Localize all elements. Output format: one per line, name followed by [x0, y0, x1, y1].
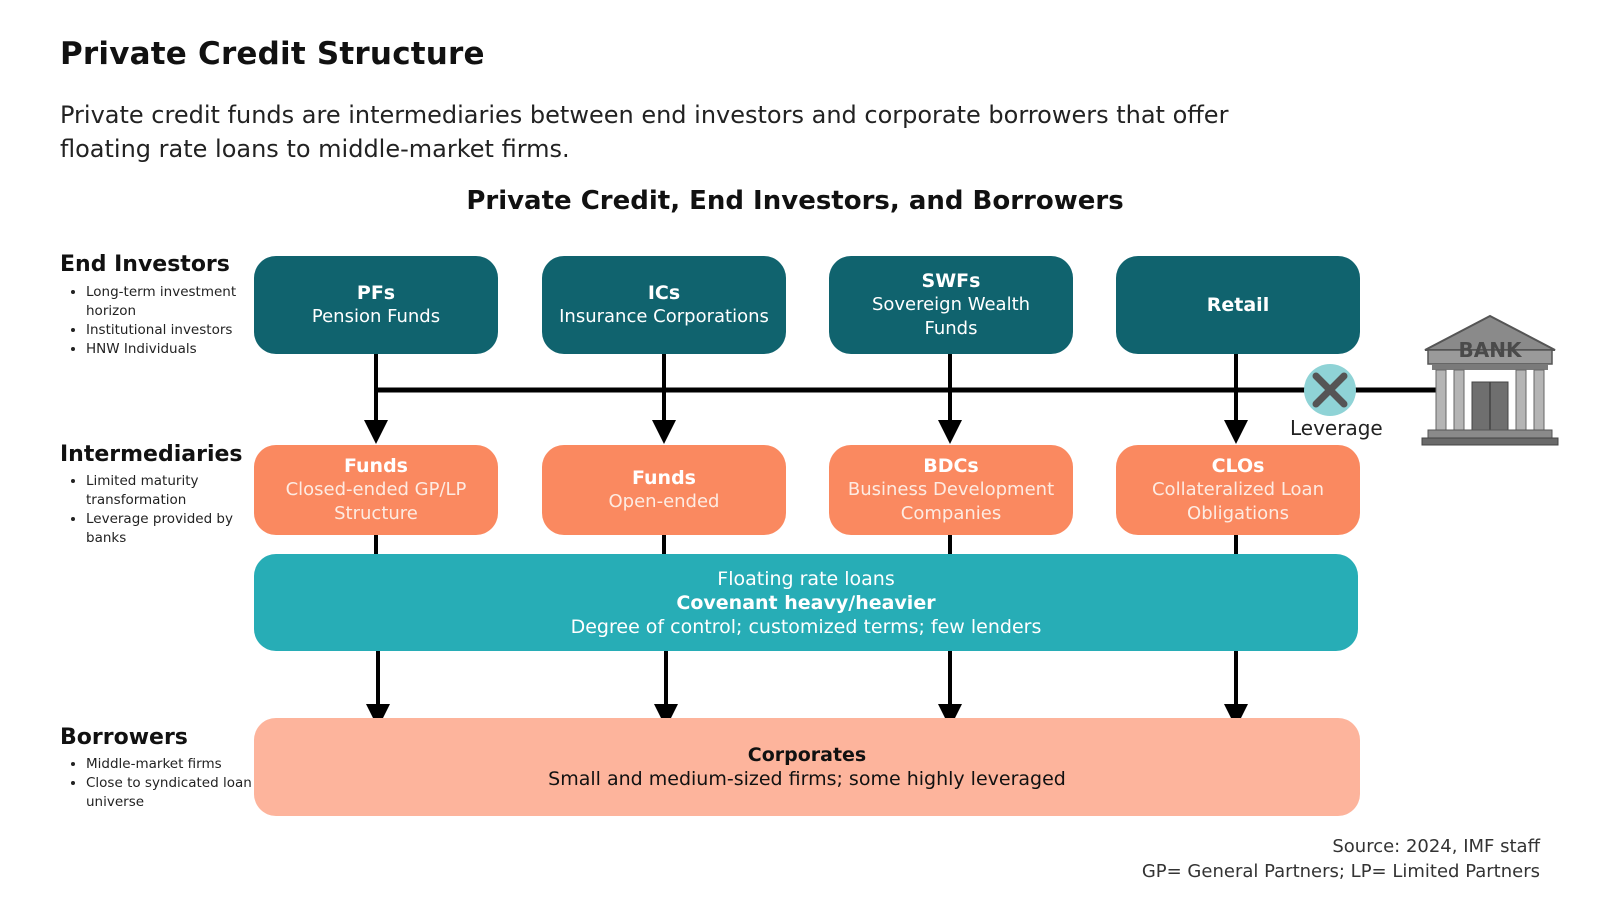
intermediaries-heading: Intermediaries	[60, 442, 243, 467]
intermediary-subtitle: Collateralized Loan Obligations	[1151, 479, 1324, 524]
investor-subtitle: Pension Funds	[311, 306, 441, 327]
bank-label: BANK	[1459, 338, 1523, 362]
list-item: Limited maturity transformation	[86, 472, 266, 510]
corporates-box: Corporates Small and medium-sized firms;…	[254, 718, 1360, 816]
intermediaries-bullets: Limited maturity transformation Leverage…	[60, 472, 266, 548]
end-investors-bullets: Long-term investment horizon Institution…	[60, 283, 266, 359]
intermediary-title: BDCs	[923, 455, 979, 477]
leverage-label: Leverage	[1290, 416, 1383, 440]
list-item: HNW Individuals	[86, 340, 266, 359]
investor-box-retail: Retail	[1116, 256, 1360, 354]
list-item: Leverage provided by banks	[86, 510, 266, 548]
bank-icon: BANK	[1421, 314, 1559, 446]
investor-title: SWFs	[921, 270, 981, 292]
end-investors-heading: End Investors	[60, 252, 230, 277]
loans-line-2: Covenant heavy/heavier	[676, 591, 936, 614]
intermediary-box-clos: CLOs Collateralized Loan Obligations	[1116, 445, 1360, 535]
abbreviation-note: GP= General Partners; LP= Limited Partne…	[1141, 861, 1540, 882]
intermediary-subtitle: Open-ended	[608, 491, 720, 512]
loans-line-3: Degree of control; customized terms; few…	[570, 615, 1042, 638]
intermediary-title: CLOs	[1211, 455, 1265, 477]
borrowers-heading: Borrowers	[60, 725, 188, 750]
investor-box-pfs: PFs Pension Funds	[254, 256, 498, 354]
investor-subtitle: Insurance Corporations	[559, 306, 769, 327]
corporates-title: Corporates	[747, 744, 867, 766]
source-note: Source: 2024, IMF staff	[1332, 836, 1540, 857]
intermediary-box-open-funds: Funds Open-ended	[542, 445, 786, 535]
borrowers-bullets: Middle-market firms Close to syndicated …	[60, 755, 266, 812]
loans-line-1: Floating rate loans	[717, 567, 895, 590]
page-subtitle: Private credit funds are intermediaries …	[60, 101, 1229, 163]
list-item: Middle-market firms	[86, 755, 266, 774]
intermediary-subtitle: Business Development Companies	[847, 479, 1055, 524]
list-item: Close to syndicated loan universe	[86, 774, 266, 812]
intermediary-title: Funds	[632, 467, 696, 489]
intermediary-box-closed-funds: Funds Closed-ended GP/LP Structure	[254, 445, 498, 535]
intermediary-subtitle: Closed-ended GP/LP Structure	[285, 479, 467, 524]
diagram-title: Private Credit, End Investors, and Borro…	[466, 186, 1124, 216]
investor-subtitle: Sovereign Wealth Funds	[871, 294, 1031, 339]
page-title: Private Credit Structure	[60, 36, 485, 72]
investor-box-ics: ICs Insurance Corporations	[542, 256, 786, 354]
investor-box-swfs: SWFs Sovereign Wealth Funds	[829, 256, 1073, 354]
corporates-subtitle: Small and medium-sized firms; some highl…	[548, 768, 1066, 790]
investor-title: ICs	[647, 282, 681, 304]
intermediary-box-bdcs: BDCs Business Development Companies	[829, 445, 1073, 535]
intermediary-title: Funds	[344, 455, 408, 477]
list-item: Long-term investment horizon	[86, 283, 266, 321]
floating-rate-loans-box: Floating rate loans Covenant heavy/heavi…	[254, 554, 1358, 651]
investor-title: PFs	[356, 282, 396, 304]
list-item: Institutional investors	[86, 321, 266, 340]
close-icon	[1304, 364, 1356, 416]
investor-title: Retail	[1206, 294, 1270, 316]
